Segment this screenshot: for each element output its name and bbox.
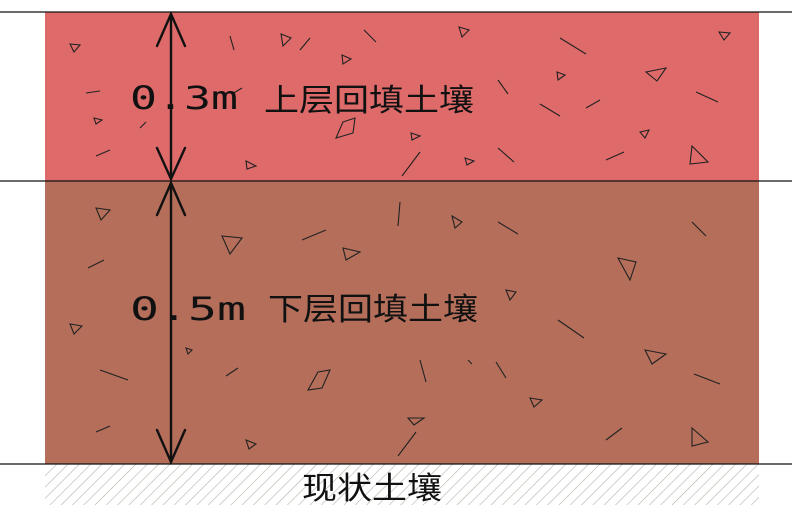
lower-arrowhead-bottom	[155, 428, 187, 465]
existing-soil-name: 现状土壤	[302, 471, 442, 505]
upper-arrowhead-bottom	[155, 146, 187, 182]
lower-aggregate-marks	[69, 201, 721, 457]
upper-layer-name: 上层回填土壤	[264, 83, 474, 119]
lower-fill-layer	[45, 181, 759, 464]
upper-fill-layer	[45, 12, 759, 181]
upper-aggregate-marks	[69, 26, 732, 177]
upper-arrowhead-top	[155, 11, 187, 48]
lower-thickness-label: 0.5m	[130, 290, 246, 328]
lower-arrowhead-top	[155, 180, 187, 217]
existing-soil-layer	[45, 464, 759, 505]
thickness-dimension-arrows	[155, 11, 187, 465]
upper-thickness-label: 0.3m	[130, 79, 238, 117]
lower-layer-name: 下层回填土壤	[268, 292, 478, 328]
layer-boundaries	[0, 11, 792, 465]
